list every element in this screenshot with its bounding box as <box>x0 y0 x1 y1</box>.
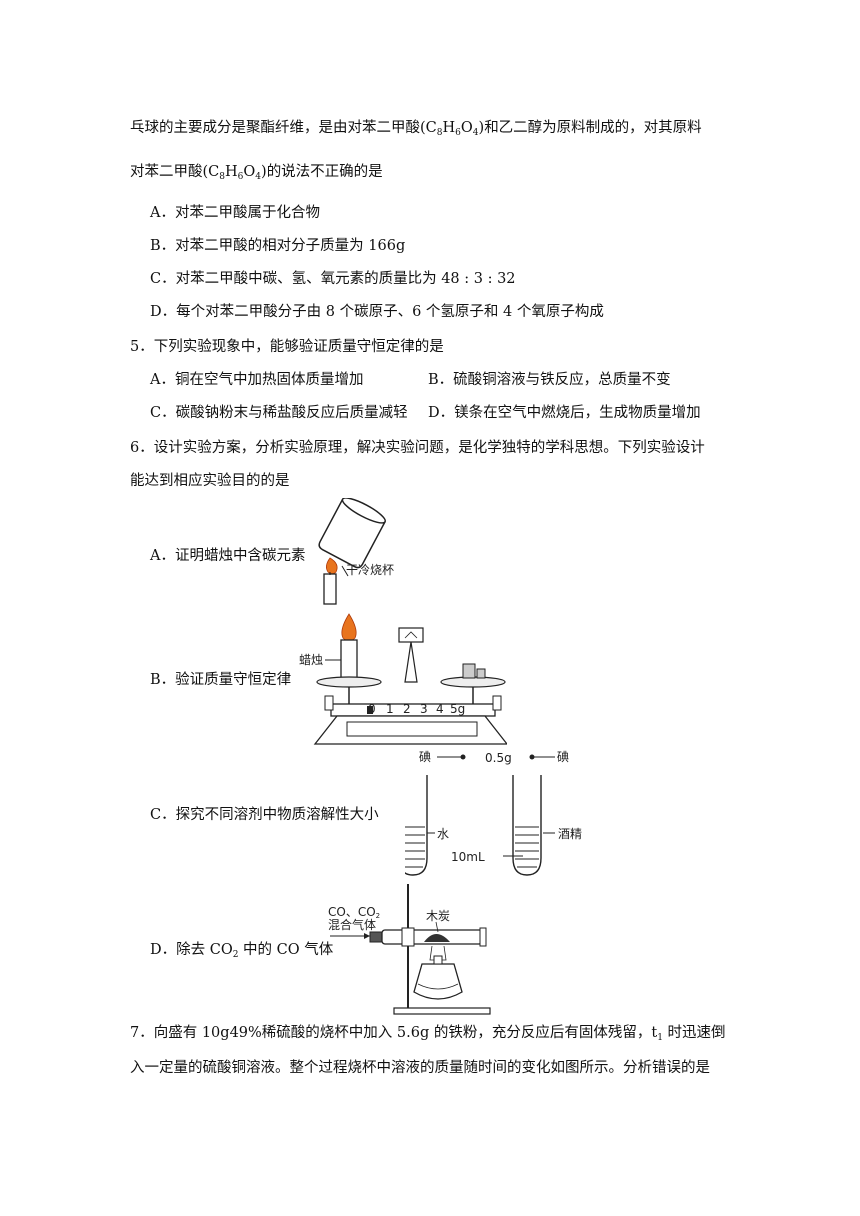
q4-option-d[interactable]: D．每个对苯二甲酸分子由 8 个碳原子、6 个氢原子和 4 个氧原子构成 <box>150 304 604 320</box>
beaker-icon <box>318 498 386 569</box>
q5-option-c[interactable]: C．碳酸钠粉末与稀盐酸反应后质量减轻 <box>150 405 408 421</box>
water-label: 水 <box>437 827 449 841</box>
tick-label: 5g <box>450 702 465 716</box>
figure-balance: 蜡烛 0 1 2 3 4 5g <box>297 612 507 747</box>
option-d-text: D．除去 CO <box>150 942 233 958</box>
candle-label: 蜡烛 <box>299 653 323 667</box>
formula: (C8H6O4) <box>202 164 267 182</box>
q7-text: 时迅速倒 <box>662 1025 726 1041</box>
q4-text: 的说法不正确的是 <box>266 164 383 180</box>
charcoal-label: 木炭 <box>426 909 450 923</box>
candle-icon <box>340 639 358 681</box>
figure-candle-beaker: 干冷烧杯 <box>308 498 418 608</box>
gas-label: CO、CO <box>328 905 376 919</box>
charcoal-icon <box>424 934 450 942</box>
formula: (C8H6O4) <box>420 120 485 138</box>
q6-option-a[interactable]: A．证明蜡烛中含碳元素 <box>150 548 306 564</box>
q6-option-c[interactable]: C．探究不同溶剂中物质溶解性大小 <box>150 807 379 823</box>
q5-option-d[interactable]: D．镁条在空气中燃烧后，生成物质量增加 <box>428 405 701 421</box>
q4-option-b[interactable]: B．对苯二甲酸的相对分子质量为 166g <box>150 238 406 254</box>
alcohol-lamp-icon <box>413 963 463 1000</box>
tick-label: 0 <box>368 702 376 716</box>
tick-label: 1 <box>386 702 394 716</box>
q4-text: 对苯二甲酸 <box>130 164 203 180</box>
iodine-label-right: 碘 <box>557 750 569 764</box>
q6-option-d[interactable]: D．除去 CO2 中的 CO 气体 <box>150 942 334 960</box>
option-d-text: 中的 CO 气体 <box>238 942 334 958</box>
q4-text: 和乙二醇为原料制成的，对其原料 <box>484 120 702 136</box>
q7-stem-line1: 7．向盛有 10g49%稀硫酸的烧杯中加入 5.6g 的铁粉，充分反应后有固体残… <box>130 1025 726 1043</box>
tick-label: 2 <box>403 702 411 716</box>
mass-label: 0.5g <box>485 751 512 765</box>
figure-gas-apparatus: CO、CO2 混合气体 木炭 <box>326 880 496 1016</box>
gas-mixture-label: 混合气体 <box>328 917 376 932</box>
flame-icon <box>326 557 338 575</box>
q7-text: 7．向盛有 10g49%稀硫酸的烧杯中加入 5.6g 的铁粉，充分反应后有固体残… <box>130 1025 658 1041</box>
q4-stem-line1: 乓球的主要成分是聚酯纤维，是由对苯二甲酸(C8H6O4)和乙二醇为原料制成的，对… <box>130 118 702 143</box>
q4-text: 乓球的主要成分是聚酯纤维，是由对苯二甲酸 <box>130 120 420 136</box>
q5-option-b[interactable]: B．硫酸铜溶液与铁反应，总质量不变 <box>428 372 671 388</box>
figure-test-tubes: 碘 0.5g 碘 水 10mL 酒精 <box>405 743 605 883</box>
q7-stem-line2: 入一定量的硫酸铜溶液。整个过程烧杯中溶液的质量随时间的变化如图所示。分析错误的是 <box>130 1060 710 1076</box>
q4-stem-line2: 对苯二甲酸(C8H6O4)的说法不正确的是 <box>130 162 383 187</box>
test-tube-icon <box>405 775 428 876</box>
q4-option-a[interactable]: A．对苯二甲酸属于化合物 <box>150 205 320 221</box>
scale-ticks: 0 1 2 3 4 5g <box>368 702 465 716</box>
candle-icon <box>323 573 337 605</box>
beaker-label: 干冷烧杯 <box>346 563 394 577</box>
weight-icon <box>462 663 476 679</box>
q6-stem-line1: 6．设计实验方案，分析实验原理，解决实验问题，是化学独特的学科思想。下列实验设计 <box>130 440 705 456</box>
tick-label: 3 <box>420 702 428 716</box>
flame-icon <box>341 613 357 642</box>
test-tube-icon <box>512 775 542 876</box>
q4-option-c[interactable]: C．对苯二甲酸中碳、氢、氧元素的质量比为 48 : 3 : 32 <box>150 271 516 287</box>
alcohol-label: 酒精 <box>558 827 582 841</box>
volume-label: 10mL <box>451 850 485 864</box>
q6-option-b[interactable]: B．验证质量守恒定律 <box>150 672 292 688</box>
iodine-label-left: 碘 <box>419 750 431 764</box>
q5-stem: 5．下列实验现象中，能够验证质量守恒定律的是 <box>130 339 444 355</box>
q5-option-a[interactable]: A．铜在空气中加热固体质量增加 <box>150 372 364 388</box>
q6-stem-line2: 能达到相应实验目的的是 <box>130 473 290 489</box>
svg-text:CO、CO2: CO、CO2 <box>328 905 380 920</box>
tick-label: 4 <box>436 702 444 716</box>
weight-icon <box>476 668 486 679</box>
